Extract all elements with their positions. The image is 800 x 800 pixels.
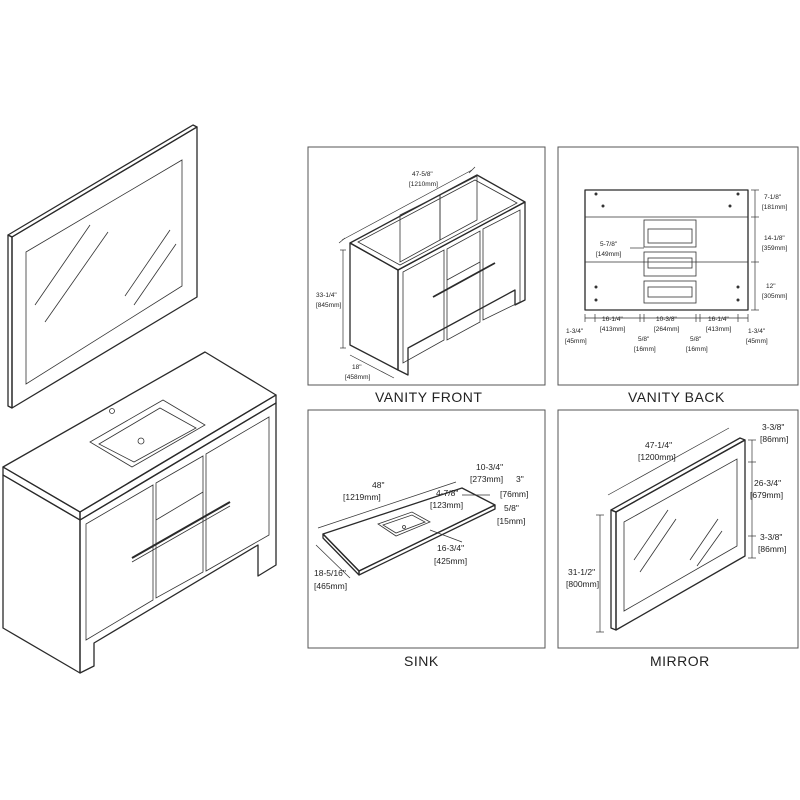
mirror-frame-in: 26-3/4" bbox=[754, 478, 781, 488]
vf-height-mm: [845mm] bbox=[316, 302, 341, 309]
sink-bowl-width-in: 16-3/4" bbox=[437, 543, 464, 553]
vanity-front-drawing bbox=[338, 166, 526, 379]
sink-bowl-in: 4-7/8" bbox=[436, 488, 458, 498]
vanity-back-caption: VANITY BACK bbox=[628, 389, 725, 405]
vf-depth-mm: [458mm] bbox=[345, 374, 370, 381]
sink-back-mm: [76mm] bbox=[500, 489, 528, 499]
panel-frame-vanity-back bbox=[557, 146, 799, 386]
vb-gap-right-in: 5/8" bbox=[690, 336, 702, 343]
vb-gap-left-mm: [16mm] bbox=[634, 346, 656, 353]
vb-edge-left-in: 1-3/4" bbox=[566, 328, 584, 335]
vb-low-mm: [305mm] bbox=[762, 293, 787, 300]
sink-drawing bbox=[315, 481, 496, 579]
vb-seg-left-in: 16-1/4" bbox=[602, 316, 623, 323]
mirror-bot-in: 3-3/8" bbox=[760, 532, 782, 542]
sink-caption: SINK bbox=[404, 653, 439, 669]
mirror-drawing bbox=[596, 427, 756, 633]
mirror-width-in: 47-1/4" bbox=[645, 440, 672, 450]
vb-edge-right-in: 1-3/4" bbox=[748, 328, 766, 335]
sink-thick-mm: [15mm] bbox=[497, 516, 525, 526]
vanity-front-caption: VANITY FRONT bbox=[375, 389, 482, 405]
mirror-frame-mm: [679mm] bbox=[750, 490, 783, 500]
mirror-bot-mm: [86mm] bbox=[758, 544, 786, 554]
vb-mid-in: 14-1/8" bbox=[764, 235, 785, 242]
vb-seg-left-mm: [413mm] bbox=[600, 326, 625, 333]
panel-frame-sink bbox=[307, 409, 546, 649]
sink-back-in: 3" bbox=[516, 474, 524, 484]
vb-inner-in: 5-7/8" bbox=[600, 241, 618, 248]
mirror-height-mm: [800mm] bbox=[566, 579, 599, 589]
vb-low-in: 12" bbox=[766, 283, 776, 290]
mirror-caption: MIRROR bbox=[650, 653, 710, 669]
sink-length-mm: [1219mm] bbox=[343, 492, 381, 502]
vf-width-in: 47-5/8" bbox=[412, 171, 433, 178]
sink-bowl-mm: [123mm] bbox=[430, 500, 463, 510]
vb-seg-right-in: 16-1/4" bbox=[708, 316, 729, 323]
vb-gap-right-mm: [16mm] bbox=[686, 346, 708, 353]
vb-inner-mm: [149mm] bbox=[596, 251, 621, 258]
vb-seg-mid-in: 10-3/8" bbox=[656, 316, 677, 323]
hero-vanity bbox=[2, 351, 277, 674]
vf-depth-in: 18" bbox=[352, 364, 362, 371]
vb-top-mm: [181mm] bbox=[762, 204, 787, 211]
vanity-back-drawing bbox=[584, 189, 759, 322]
sink-depth-mm: [465mm] bbox=[314, 581, 347, 591]
vb-seg-right-mm: [413mm] bbox=[706, 326, 731, 333]
hero-mirror bbox=[7, 124, 198, 409]
vf-height-in: 33-1/4" bbox=[316, 292, 337, 299]
sink-bowl-depth-in: 10-3/4" bbox=[476, 462, 503, 472]
sink-bowl-depth-mm: [273mm] bbox=[470, 474, 503, 484]
sink-thick-in: 5/8" bbox=[504, 503, 519, 513]
vb-mid-mm: [359mm] bbox=[762, 245, 787, 252]
panel-frame-vanity-front bbox=[307, 146, 546, 386]
vb-seg-mid-mm: [264mm] bbox=[654, 326, 679, 333]
vf-width-mm: [1210mm] bbox=[409, 181, 438, 188]
panel-frame-mirror bbox=[557, 409, 799, 649]
sink-bowl-width-mm: [425mm] bbox=[434, 556, 467, 566]
mirror-width-mm: [1200mm] bbox=[638, 452, 676, 462]
vb-edge-right-mm: [45mm] bbox=[746, 338, 768, 345]
mirror-top-mm: [86mm] bbox=[760, 434, 788, 444]
vb-gap-left-in: 5/8" bbox=[638, 336, 650, 343]
sink-depth-in: 18-5/16" bbox=[314, 568, 346, 578]
mirror-top-in: 3-3/8" bbox=[762, 422, 784, 432]
mirror-height-in: 31-1/2" bbox=[568, 567, 595, 577]
sink-length-in: 48" bbox=[372, 480, 384, 490]
vb-edge-left-mm: [45mm] bbox=[565, 338, 587, 345]
vb-top-in: 7-1/8" bbox=[764, 194, 782, 201]
